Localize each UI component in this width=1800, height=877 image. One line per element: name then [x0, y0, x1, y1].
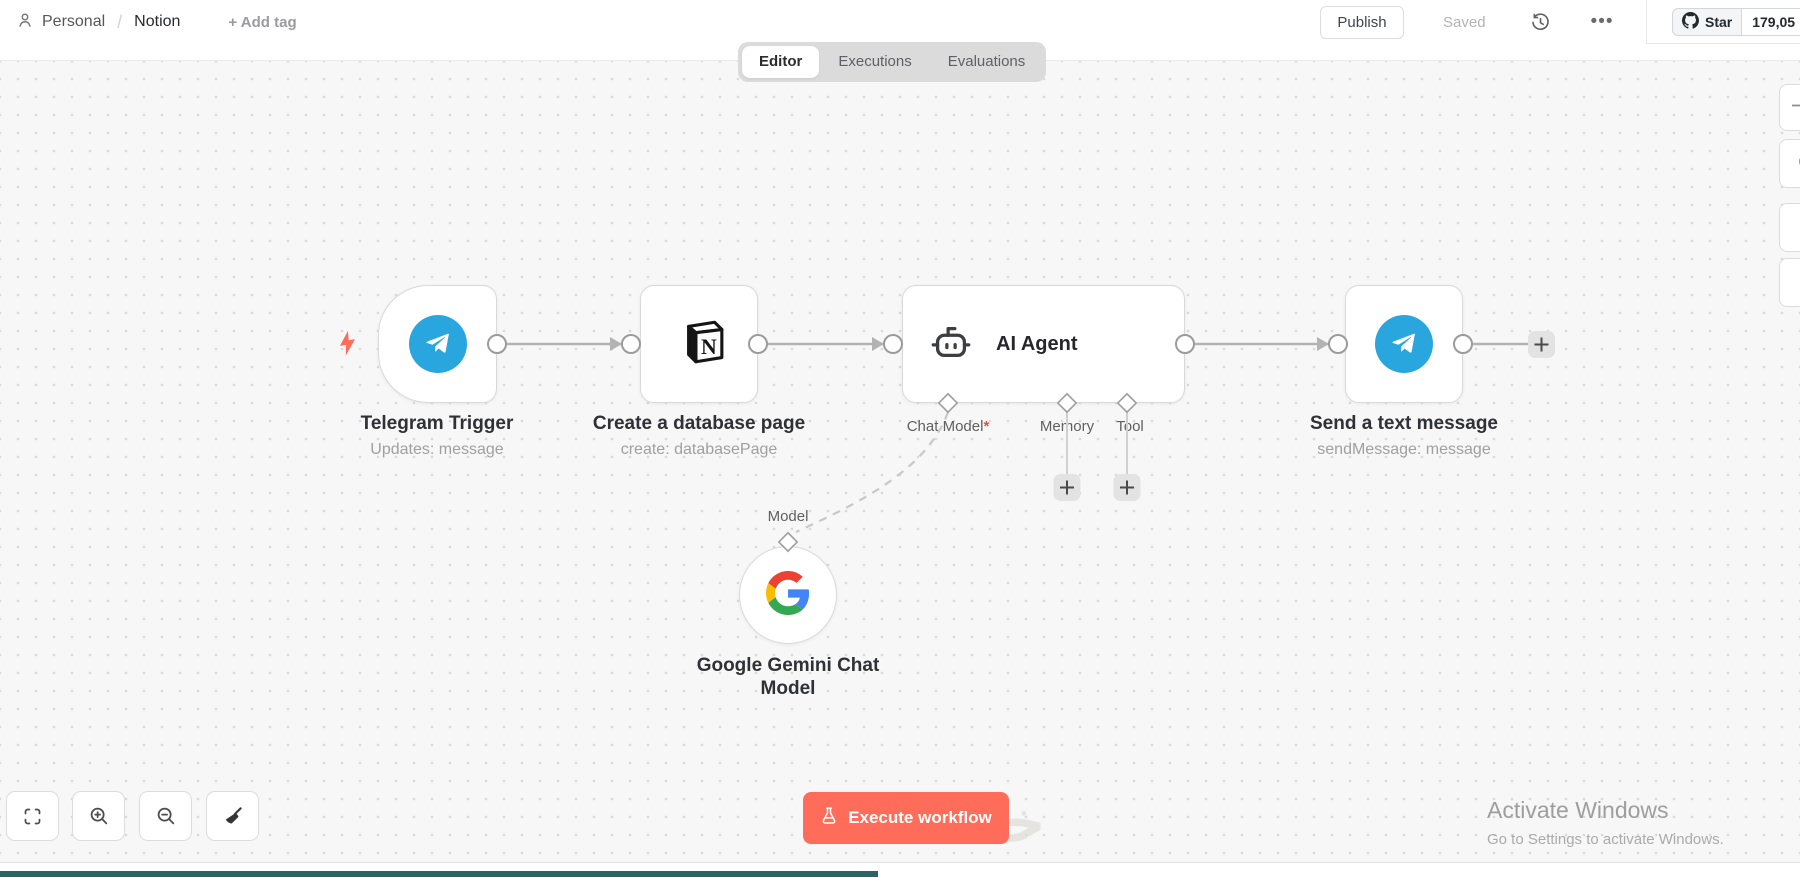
header-actions: Publish Saved ••• — [1320, 0, 1614, 44]
output-port-trigger[interactable] — [487, 334, 507, 354]
node-ai-agent[interactable]: AI Agent — [902, 285, 1185, 403]
output-port-send[interactable] — [1453, 334, 1473, 354]
tidy-up-button[interactable] — [206, 791, 259, 841]
saved-status: Saved — [1443, 13, 1486, 31]
node-name-send-text-message: Send a text message — [1310, 413, 1498, 434]
node-subtitle-send-text-message: sendMessage: message — [1317, 441, 1491, 458]
node-name-create-database-page: Create a database page — [592, 413, 806, 434]
diamond-port-gemini-model[interactable] — [777, 531, 799, 553]
input-port-agent[interactable] — [883, 334, 903, 354]
fit-view-button[interactable] — [6, 791, 59, 841]
add-node-after-send-button[interactable] — [1528, 331, 1555, 358]
port-label-chat-model: Chat Model* — [906, 418, 990, 435]
github-star-badge[interactable]: Star 179,05 — [1672, 8, 1800, 36]
activate-windows-subtext: Go to Settings to activate Windows. — [1487, 831, 1724, 848]
history-icon[interactable] — [1530, 12, 1551, 33]
github-star-label: Star — [1705, 14, 1733, 30]
add-tool-button[interactable] — [1113, 474, 1141, 501]
node-subtitle-telegram-trigger: Updates: message — [370, 441, 504, 458]
node-send-text-message[interactable] — [1345, 285, 1463, 403]
zoom-in-button[interactable] — [72, 791, 125, 841]
add-memory-button[interactable] — [1053, 474, 1081, 501]
robot-icon — [928, 319, 974, 370]
port-label-model: Model — [767, 508, 809, 525]
input-port-notion[interactable] — [621, 334, 641, 354]
output-port-notion[interactable] — [748, 334, 768, 354]
telegram-icon — [1375, 315, 1433, 373]
side-panel-button-2[interactable] — [1779, 139, 1800, 188]
node-telegram-trigger[interactable] — [378, 285, 497, 403]
zoom-out-button[interactable] — [139, 791, 192, 841]
node-subtitle-create-database-page: create: databasePage — [620, 441, 778, 458]
side-panel-button-3[interactable] — [1779, 203, 1800, 252]
port-label-memory: Memory — [1039, 418, 1095, 435]
tab-editor[interactable]: Editor — [742, 46, 820, 78]
github-widget: Star 179,05 — [1646, 0, 1800, 44]
workflow-canvas[interactable] — [0, 61, 1800, 862]
view-tabs: Editor Executions Evaluations — [738, 42, 1047, 82]
output-port-agent[interactable] — [1175, 334, 1195, 354]
side-panel-button-4[interactable] — [1779, 258, 1800, 307]
publish-button[interactable]: Publish — [1320, 5, 1404, 39]
port-label-tool: Tool — [1116, 418, 1144, 435]
required-asterisk: * — [983, 418, 990, 435]
bottom-edge-bar — [0, 871, 878, 877]
github-star-count[interactable]: 179,05 — [1742, 8, 1800, 36]
node-name-telegram-trigger: Telegram Trigger — [360, 413, 514, 434]
more-menu-button[interactable]: ••• — [1590, 11, 1614, 32]
svg-text:N: N — [701, 334, 717, 358]
flask-icon — [820, 806, 838, 831]
tab-evaluations[interactable]: Evaluations — [947, 53, 1026, 70]
breadcrumb-project[interactable]: Personal — [42, 13, 106, 30]
execute-workflow-button[interactable]: Execute workflow — [803, 792, 1009, 844]
execute-workflow-label: Execute workflow — [848, 808, 992, 827]
diamond-port-memory[interactable] — [1056, 392, 1078, 414]
google-icon — [766, 570, 810, 620]
node-google-gemini-chat-model[interactable] — [739, 546, 837, 644]
side-panel-button-1[interactable] — [1779, 84, 1800, 131]
node-create-database-page[interactable]: N — [640, 285, 758, 403]
breadcrumb-separator: / — [117, 11, 123, 32]
notion-icon: N — [672, 315, 726, 374]
add-tag-button[interactable]: + Add tag — [228, 13, 297, 31]
activate-windows-text: Activate Windows — [1487, 797, 1669, 823]
tab-executions[interactable]: Executions — [838, 53, 912, 70]
workflow-name[interactable]: Notion — [134, 13, 181, 30]
diamond-port-chat-model[interactable] — [937, 392, 959, 414]
github-star-button[interactable]: Star — [1672, 8, 1743, 36]
trigger-bolt-icon — [334, 328, 361, 362]
node-name-google-gemini: Google Gemini Chat Model — [696, 655, 880, 700]
telegram-icon — [408, 315, 467, 373]
github-octocat-icon — [1682, 12, 1699, 32]
input-port-send[interactable] — [1328, 334, 1348, 354]
diamond-port-tool[interactable] — [1116, 392, 1138, 414]
person-icon — [16, 11, 34, 34]
breadcrumb: Personal / Notion + Add tag — [16, 0, 297, 44]
ai-agent-title: AI Agent — [996, 332, 1078, 355]
